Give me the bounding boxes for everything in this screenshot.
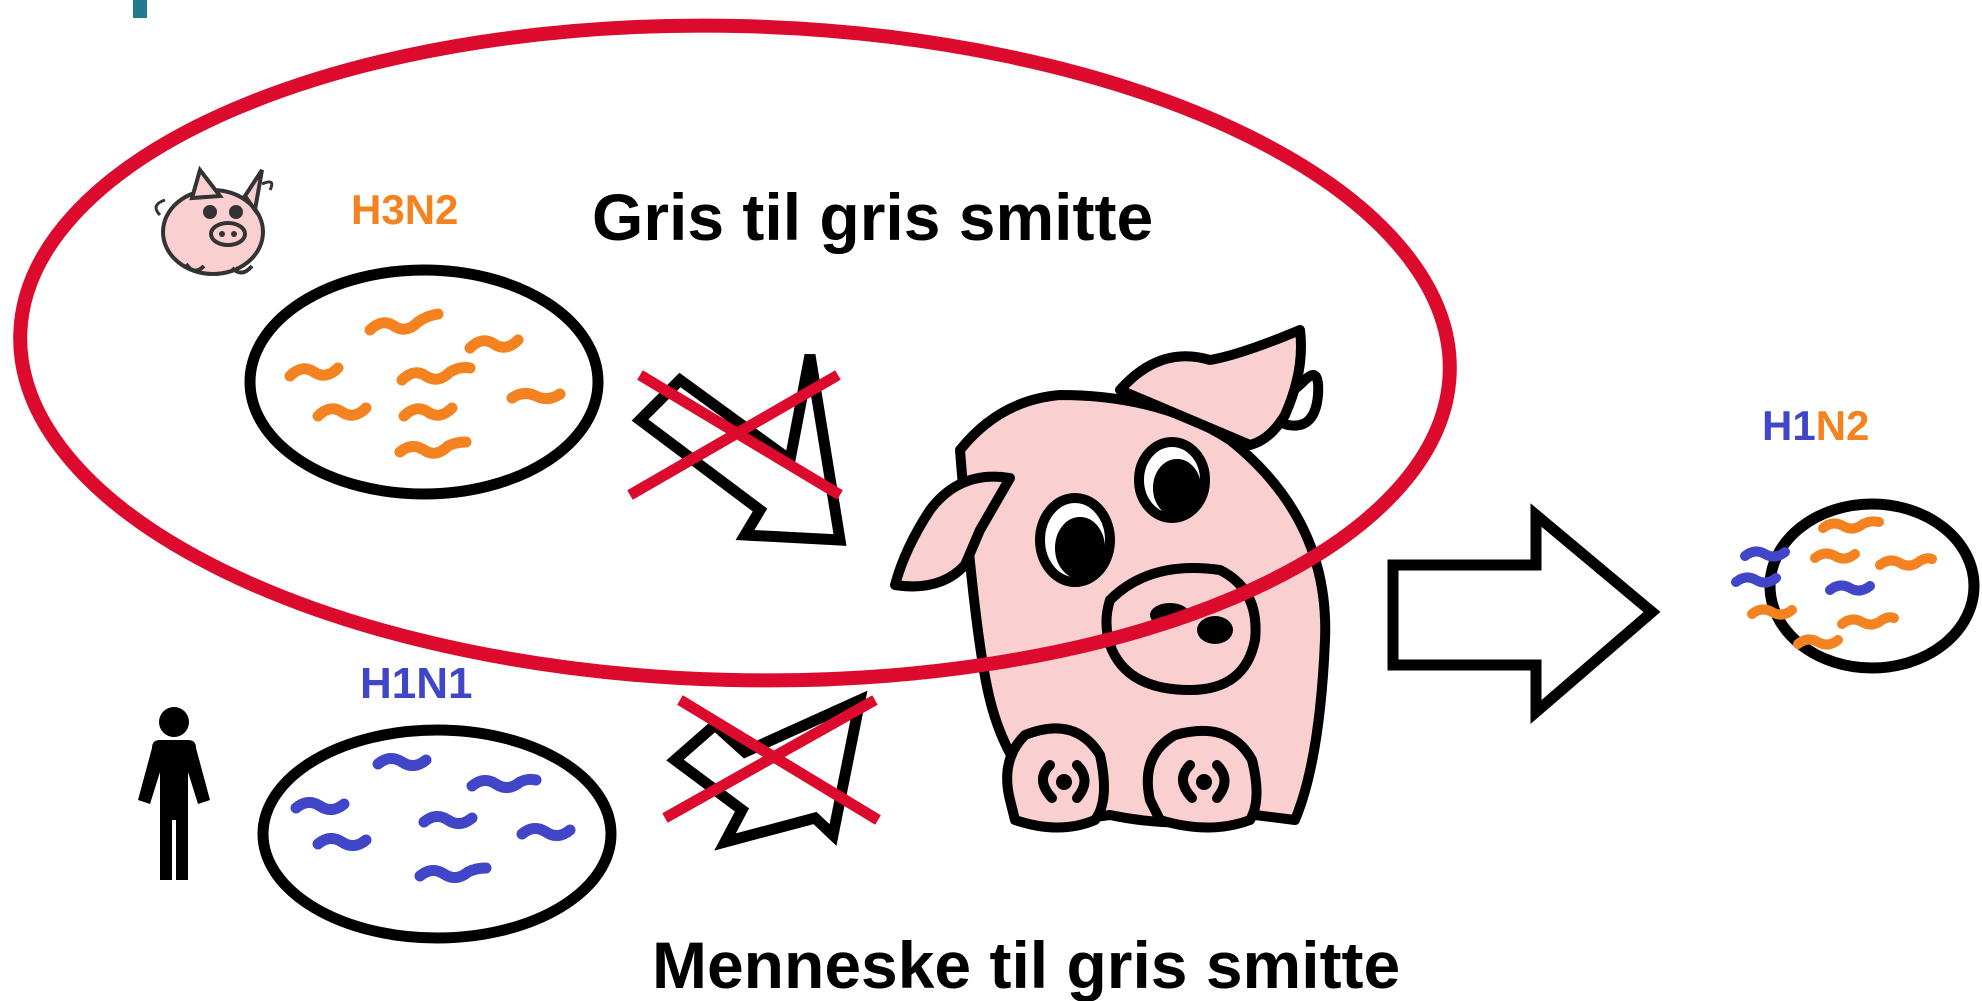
- strain-label-h3n2: H3N2: [351, 186, 458, 233]
- petri-dish-human-strain: [257, 724, 617, 944]
- caption-human-to-pig: Menneske til gris smitte: [652, 928, 1400, 1001]
- title-accent-bar: [133, 0, 147, 18]
- highlight-ring: [13, 18, 1457, 688]
- small-pig-icon: [154, 165, 274, 276]
- pig-illustration: [890, 325, 1331, 833]
- person-icon: [138, 707, 210, 880]
- petri-dish-reassortant: [1731, 498, 1980, 674]
- caption-pig-to-pig: Gris til gris smitte: [592, 180, 1153, 254]
- transmission-arrow-pig: [631, 353, 847, 546]
- strain-label-h1n2: H1N2: [1762, 402, 1869, 449]
- result-arrow: [1387, 503, 1661, 725]
- strain-label-n2-part: N2: [1816, 402, 1870, 449]
- petri-dish-pig-strain: [244, 264, 604, 500]
- strain-label-h1-part: H1: [1762, 402, 1816, 449]
- strain-label-h1n1: H1N1: [360, 659, 473, 708]
- cross-mark-top: [627, 370, 843, 500]
- cross-mark-bottom: [662, 695, 881, 825]
